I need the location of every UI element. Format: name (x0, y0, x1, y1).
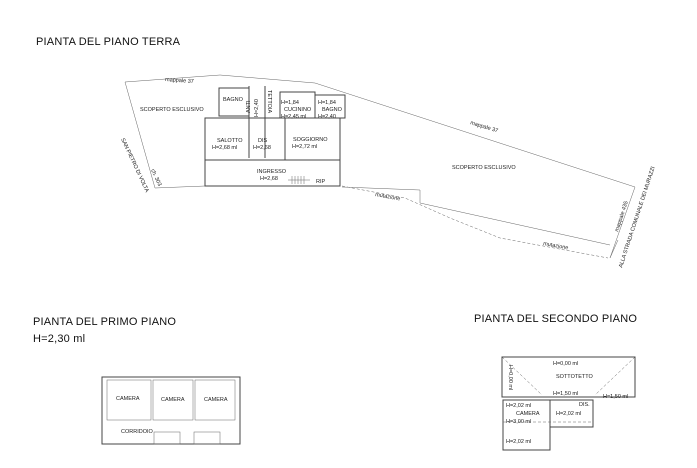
scoperto-label: SCOPERTO ESCLUSIVO (452, 165, 516, 171)
room-rip: RIP (316, 179, 326, 185)
room-bagno2-h: H=1,84 (318, 100, 336, 106)
second-floor-plan: H=0,00 ml H=0,00 ml SOTTOTETTO H=1,50 ml… (501, 356, 636, 451)
mappale-label: mappale 37 (165, 77, 194, 85)
height-label: H=2,02 ml (506, 403, 531, 409)
room-camera: CAMERA (161, 397, 185, 403)
height-label: H=1,50 ml (553, 391, 578, 397)
room-sottotetto: SOTTOTETTO (556, 374, 593, 380)
first-floor-title: PIANTA DEL PRIMO PIANO (33, 316, 177, 328)
room-dis: DIS. (579, 402, 590, 408)
room-camera: CAMERA (516, 411, 540, 417)
room-soggiorno-h: H=2,72 ml (292, 144, 317, 150)
road-label: SAN PIETRO DI VOLTA (119, 137, 150, 193)
boundary-label: mutazione (375, 192, 401, 202)
height-label: H=2,02 ml (556, 411, 581, 417)
height-label: H=3,00 ml (506, 419, 531, 425)
scoperto-label: SCOPERTO ESCLUSIVO (140, 107, 204, 113)
road-ref-label: ch. 303 (149, 168, 162, 187)
ground-floor-plan: mappale 37 mappale 37 SCOPERTO ESCLUSIVO… (119, 74, 657, 269)
room-corridoio: CORRIDOIO (121, 429, 154, 435)
room-ingresso-h: H=2,68 (260, 176, 278, 182)
room-camera: CAMERA (204, 397, 228, 403)
room-cucinino-h: H=2,45 ml (281, 114, 306, 120)
room-anti-height: H=2,40 (254, 99, 260, 117)
first-floor-plan: CAMERA CAMERA CAMERA CORRIDOIO (101, 376, 241, 445)
height-label: H=1,50 ml (603, 394, 628, 400)
second-floor-title: PIANTA DEL SECONDO PIANO (474, 313, 638, 325)
room-bagno2: BAGNO (322, 107, 343, 113)
room-ingresso: INGRESSO (257, 169, 287, 175)
room-tettoia: TETTOIA (266, 90, 272, 113)
room-bagno: BAGNO (223, 97, 244, 103)
room-anti: ANTI (246, 100, 252, 113)
room-dis: DIS (258, 138, 268, 144)
ground-floor-title: PIANTA DEL PIANO TERRA (36, 36, 181, 48)
room-salotto-h: H=2,68 ml (212, 145, 237, 151)
mappale-label: mappale 37 (469, 120, 498, 134)
room-salotto: SALOTTO (217, 138, 243, 144)
room-soggiorno: SOGGIORNO (293, 137, 328, 143)
mappale-label: mappale 435 (614, 201, 630, 233)
height-label: H=0,00 ml (507, 365, 513, 390)
room-dis-h: H=2,68 (253, 145, 271, 151)
room-camera: CAMERA (116, 396, 140, 402)
first-floor-height: H=2,30 ml (33, 333, 86, 345)
height-label: H=0,00 ml (553, 361, 578, 367)
height-label: H=2,02 ml (506, 439, 531, 445)
room-cucinino-h: H=1,84 (281, 100, 299, 106)
room-cucinino: CUCININO (284, 107, 312, 113)
room-bagno2-h: H=2,40 (318, 114, 336, 120)
boundary-label: mutazione (543, 241, 569, 251)
